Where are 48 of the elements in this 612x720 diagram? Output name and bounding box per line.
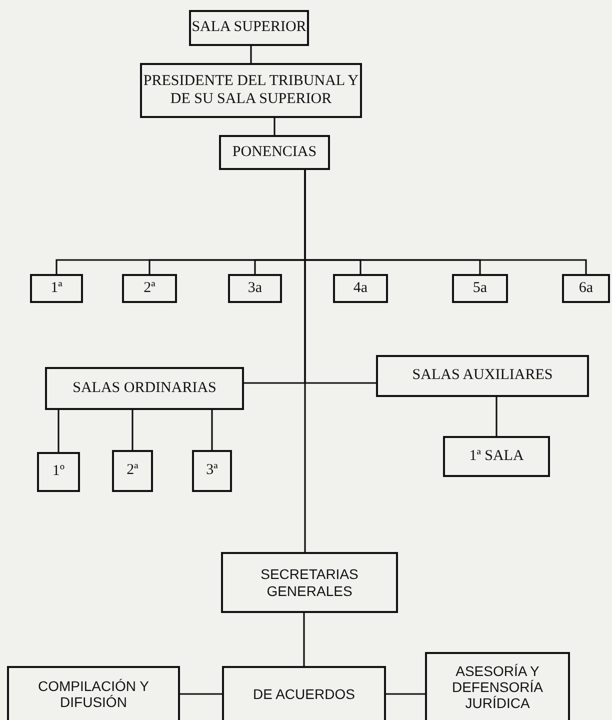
- box-label: 6a: [578, 280, 594, 298]
- box-label: 3a: [248, 280, 262, 298]
- box-label: SALAS AUXILIARES: [412, 367, 553, 385]
- connector-line: [180, 693, 222, 695]
- connector-line: [250, 46, 252, 63]
- org-box: [219, 135, 330, 170]
- box-label: DE ACUERDOS: [253, 686, 355, 702]
- org-box: [562, 274, 610, 303]
- box-label: 4a: [353, 280, 368, 298]
- org-box: [37, 452, 80, 492]
- org-box: [333, 274, 388, 303]
- box-label: PRESIDENTE DEL TRIBUNAL Y DE SU SALA SUPERIOR: [142, 73, 360, 108]
- org-box: [189, 10, 309, 46]
- connector-line: [304, 170, 306, 552]
- box-label: ASESORÍA Y DEFENSORÍA JURÍDICA: [450, 662, 544, 712]
- box-label: 5a: [472, 280, 488, 298]
- box-label: 1ª SALA: [469, 448, 524, 466]
- org-box: [192, 450, 232, 492]
- connector-line: [496, 397, 498, 436]
- box-label: 2ª: [126, 462, 138, 480]
- org-box: [122, 274, 177, 303]
- org-box: [443, 436, 550, 477]
- org-box: [112, 450, 153, 492]
- org-box: [452, 274, 508, 303]
- connector-line: [303, 613, 305, 666]
- connector-line: [274, 118, 276, 135]
- org-box: [30, 274, 83, 303]
- box-label: PONENCIAS: [232, 144, 317, 162]
- org-box: [425, 652, 570, 720]
- box-label: 2ª: [144, 280, 156, 298]
- org-box: [140, 63, 362, 118]
- box-label: 1ª: [50, 280, 62, 298]
- box-label: SECRETARIAS GENERALES: [260, 566, 360, 599]
- org-box: [228, 274, 282, 303]
- box-label: 3ª: [206, 462, 218, 480]
- box-label: 1º: [52, 463, 65, 481]
- org-box: [7, 666, 180, 720]
- connector-line: [211, 410, 213, 450]
- box-label: SALA SUPERIOR: [192, 19, 306, 37]
- org-box: [45, 367, 244, 410]
- box-label: SALAS ORDINARIAS: [72, 380, 216, 398]
- org-box: [376, 355, 589, 397]
- box-label: COMPILACIÓN Y DIFUSIÓN: [37, 678, 150, 710]
- connector-line: [58, 410, 60, 452]
- org-box: [222, 666, 386, 720]
- connector-line: [386, 693, 425, 695]
- org-box: [221, 552, 398, 613]
- connector-line: [132, 410, 134, 450]
